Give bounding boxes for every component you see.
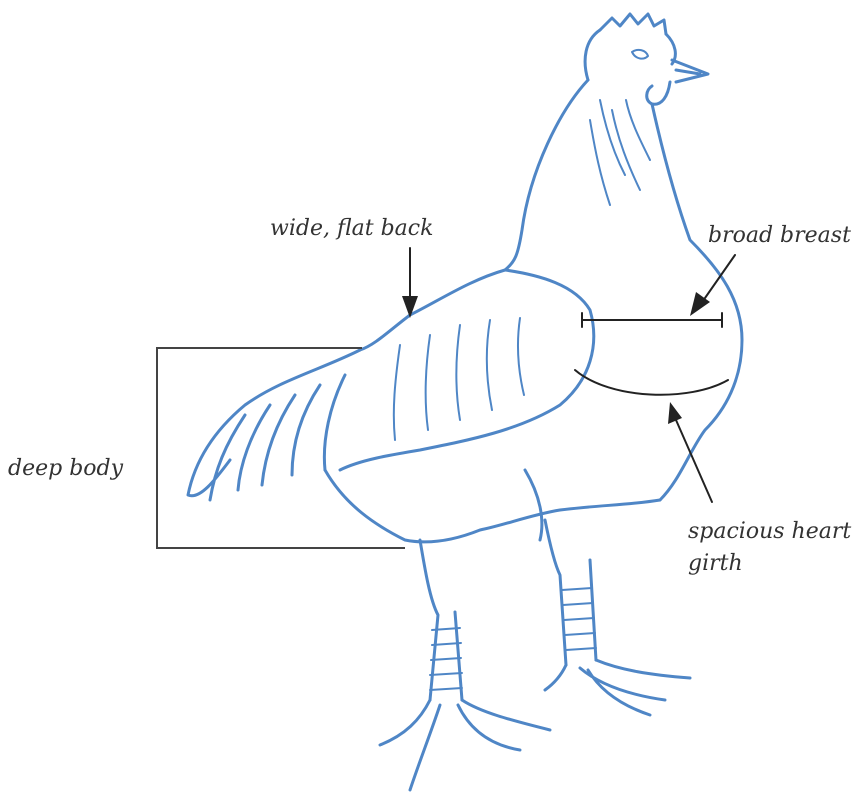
foot-right [545,660,690,715]
foot-left [380,700,550,790]
label-deep-body: deep body [8,456,124,481]
neck-back [505,80,588,270]
label-spacious-heart: spacious heart [688,519,851,544]
beak [672,60,708,82]
label-wide-flat-back: wide, flat back [270,216,433,241]
wing [340,270,594,470]
leg-right [545,520,596,665]
head [585,30,675,80]
comb [600,14,666,34]
tail [188,350,360,500]
wing-feathers [394,318,524,440]
annotations: wide, flat back broad breast spacious he… [8,216,851,576]
chicken-illustration [188,14,742,790]
heart-girth-arc [575,370,728,395]
label-broad-breast: broad breast [708,223,851,248]
back-line [360,270,505,350]
wattle [647,82,670,104]
arrow-back-head [402,296,418,318]
body-underside [325,470,660,542]
leg-left [420,540,462,700]
thigh [525,470,542,540]
arrow-girth-head [668,402,682,424]
eye [632,50,648,59]
label-girth: girth [688,551,743,576]
neck-feathers [590,100,650,205]
arrow-girth-shaft [676,420,712,502]
